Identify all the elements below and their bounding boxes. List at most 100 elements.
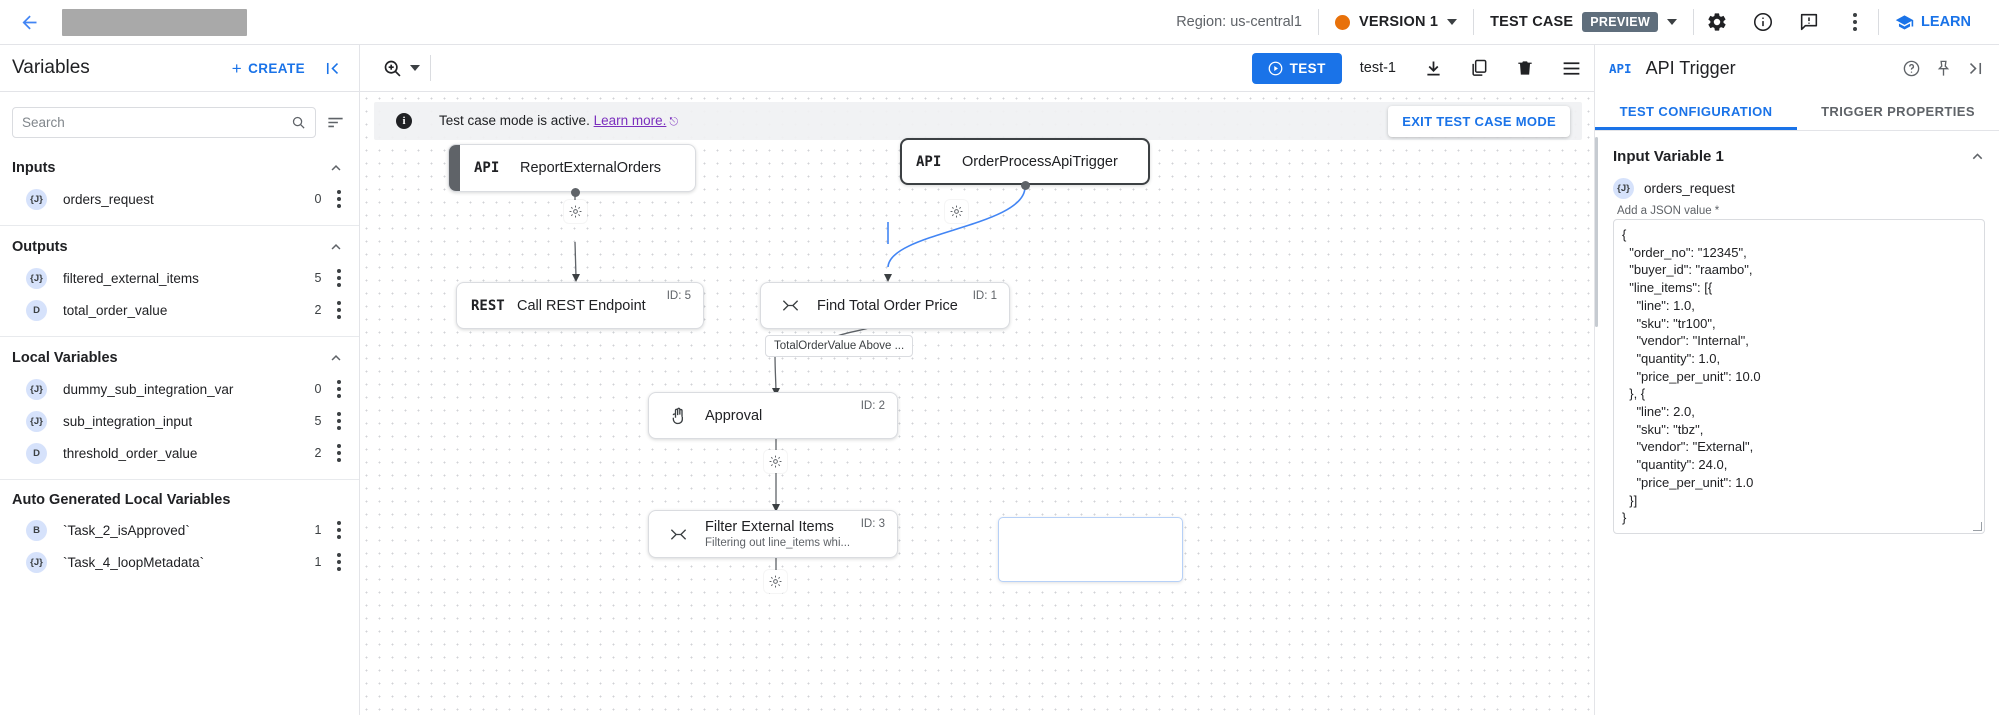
test-case-banner: i Test case mode is active. Learn more.⎋ <box>374 102 1582 140</box>
node-output-port[interactable] <box>1021 181 1030 190</box>
node-call-rest-endpoint[interactable]: REST Call REST Endpoint ID: 5 <box>456 282 704 329</box>
gear-icon[interactable] <box>764 570 787 593</box>
row-more-icon[interactable] <box>329 269 349 287</box>
node-id-badge: ID: 3 <box>860 518 885 530</box>
node-title: Filter External Items <box>705 519 834 535</box>
row-more-icon[interactable] <box>329 380 349 398</box>
test-button[interactable]: TEST <box>1251 52 1342 84</box>
json-value[interactable]: { "order_no": "12345", "buyer_id": "raam… <box>1622 227 1761 526</box>
gear-icon[interactable] <box>564 200 587 223</box>
duplicate-icon[interactable] <box>1456 46 1502 91</box>
collapse-right-icon[interactable] <box>1959 52 1991 84</box>
gear-icon[interactable] <box>945 200 968 223</box>
gear-icon[interactable] <box>1694 0 1740 45</box>
chevron-up-icon[interactable] <box>327 349 345 367</box>
workflow-canvas[interactable]: i Test case mode is active. Learn more.⎋… <box>360 92 1594 715</box>
search-input[interactable] <box>22 115 291 130</box>
list-item[interactable]: {J} filtered_external_items 5 <box>0 262 359 294</box>
canvas-overlay-card[interactable] <box>998 517 1183 582</box>
details-panel-tabs: TEST CONFIGURATION TRIGGER PROPERTIES <box>1595 91 1999 131</box>
help-icon[interactable] <box>1895 52 1927 84</box>
chevron-down-icon <box>1667 19 1678 25</box>
node-find-total-order-price[interactable]: Find Total Order Price ID: 1 <box>760 282 1010 329</box>
back-arrow-icon[interactable] <box>14 7 44 37</box>
learn-more-link[interactable]: Learn more. <box>593 113 667 128</box>
row-more-icon[interactable] <box>329 412 349 430</box>
list-item[interactable]: {J} orders_request 0 <box>0 183 359 215</box>
redacted-title-block <box>62 8 247 36</box>
list-item[interactable]: {J} sub_integration_input 5 <box>0 405 359 437</box>
feedback-icon[interactable] <box>1786 0 1832 45</box>
list-icon[interactable] <box>1548 46 1594 91</box>
node-approval[interactable]: Approval ID: 2 <box>648 392 898 439</box>
chevron-up-icon[interactable] <box>1968 147 1987 166</box>
panel-scrollbar[interactable] <box>1595 137 1598 327</box>
version-selector[interactable]: VERSION 1 <box>1319 14 1473 30</box>
variable-type-icon: B <box>26 519 47 541</box>
info-icon[interactable] <box>1740 0 1786 45</box>
chevron-up-icon[interactable] <box>327 159 345 177</box>
banner-text: Test case mode is active. Learn more.⎋ <box>439 113 678 129</box>
tab-test-configuration[interactable]: TEST CONFIGURATION <box>1595 91 1797 130</box>
gear-icon[interactable] <box>764 450 787 473</box>
resize-handle-icon[interactable] <box>1973 522 1982 531</box>
node-title: Find Total Order Price <box>817 297 958 314</box>
node-id-badge: ID: 5 <box>666 290 691 302</box>
section-header-outputs[interactable]: Outputs <box>0 230 359 262</box>
external-link-icon[interactable]: ⎋ <box>669 116 679 128</box>
variables-list[interactable]: Inputs {J} orders_request 0 Outputs <box>0 147 359 715</box>
download-icon[interactable] <box>1410 46 1456 91</box>
pin-icon[interactable] <box>1927 52 1959 84</box>
test-case-name[interactable]: test-1 <box>1359 60 1396 76</box>
learn-button[interactable]: LEARN <box>1879 13 1985 32</box>
json-editor[interactable]: { "order_no": "12345", "buyer_id": "raam… <box>1613 219 1985 534</box>
test-case-selector[interactable]: TEST CASE PREVIEW <box>1474 12 1693 32</box>
more-vert-icon[interactable] <box>1832 0 1878 45</box>
node-order-process-api-trigger[interactable]: API OrderProcessApiTrigger <box>900 138 1150 185</box>
zoom-in-icon[interactable] <box>372 58 430 79</box>
variable-type-icon: D <box>26 299 47 321</box>
edge-condition-label[interactable]: TotalOrderValue Above ... <box>765 335 914 357</box>
list-item[interactable]: {J} dummy_sub_integration_var 0 <box>0 373 359 405</box>
tab-trigger-properties[interactable]: TRIGGER PROPERTIES <box>1821 104 1975 119</box>
row-more-icon[interactable] <box>329 553 349 571</box>
variable-name: total_order_value <box>63 302 168 318</box>
section-auto-generated-local-variables: Auto Generated Local Variables B `Task_2… <box>0 480 359 588</box>
node-output-port[interactable] <box>571 188 580 197</box>
section-header-auto-generated[interactable]: Auto Generated Local Variables <box>0 484 359 514</box>
create-variable-button[interactable]: + CREATE <box>232 60 319 77</box>
row-more-icon[interactable] <box>329 444 349 462</box>
node-report-external-orders[interactable]: API ReportExternalOrders <box>448 144 696 192</box>
main-body: Variables + CREATE <box>0 45 1999 715</box>
section-outputs: Outputs {J} filtered_external_items 5 D … <box>0 226 359 337</box>
chevron-down-icon <box>410 65 420 71</box>
delete-icon[interactable] <box>1502 46 1548 91</box>
input-variable-section-header[interactable]: Input Variable 1 <box>1595 131 1999 174</box>
row-more-icon[interactable] <box>329 521 349 539</box>
list-item[interactable]: {J} `Task_4_loopMetadata` 1 <box>0 546 359 578</box>
search-box[interactable] <box>12 107 316 138</box>
node-text-block: Filter External Items Filtering out line… <box>705 519 883 549</box>
sort-filter-icon[interactable] <box>324 113 347 132</box>
region-label: Region: us-central1 <box>1176 14 1302 30</box>
list-item[interactable]: D total_order_value 2 <box>0 294 359 326</box>
divider <box>1317 9 1319 35</box>
variable-type-icon: {J} <box>26 378 47 400</box>
section-header-inputs[interactable]: Inputs <box>0 151 359 183</box>
list-item[interactable]: B `Task_2_isApproved` 1 <box>0 514 359 546</box>
node-title: OrderProcessApiTrigger <box>962 153 1118 170</box>
exit-test-case-mode-button[interactable]: EXIT TEST CASE MODE <box>1388 106 1570 137</box>
json-field-label: Add a JSON value * <box>1617 205 1720 217</box>
row-more-icon[interactable] <box>329 301 349 319</box>
variable-type-icon: {J} <box>26 410 47 432</box>
chevron-up-icon[interactable] <box>327 238 345 256</box>
list-item[interactable]: D threshold_order_value 2 <box>0 437 359 469</box>
variable-count: 5 <box>314 271 322 285</box>
row-more-icon[interactable] <box>329 190 349 208</box>
variable-type-icon: {J} <box>26 267 47 289</box>
node-filter-external-items[interactable]: Filter External Items Filtering out line… <box>648 510 898 558</box>
input-variable-row[interactable]: {J} orders_request <box>1595 174 1999 201</box>
node-body: Filter External Items Filtering out line… <box>649 511 897 557</box>
section-header-local-variables[interactable]: Local Variables <box>0 341 359 373</box>
collapse-sidebar-button[interactable] <box>319 59 345 78</box>
